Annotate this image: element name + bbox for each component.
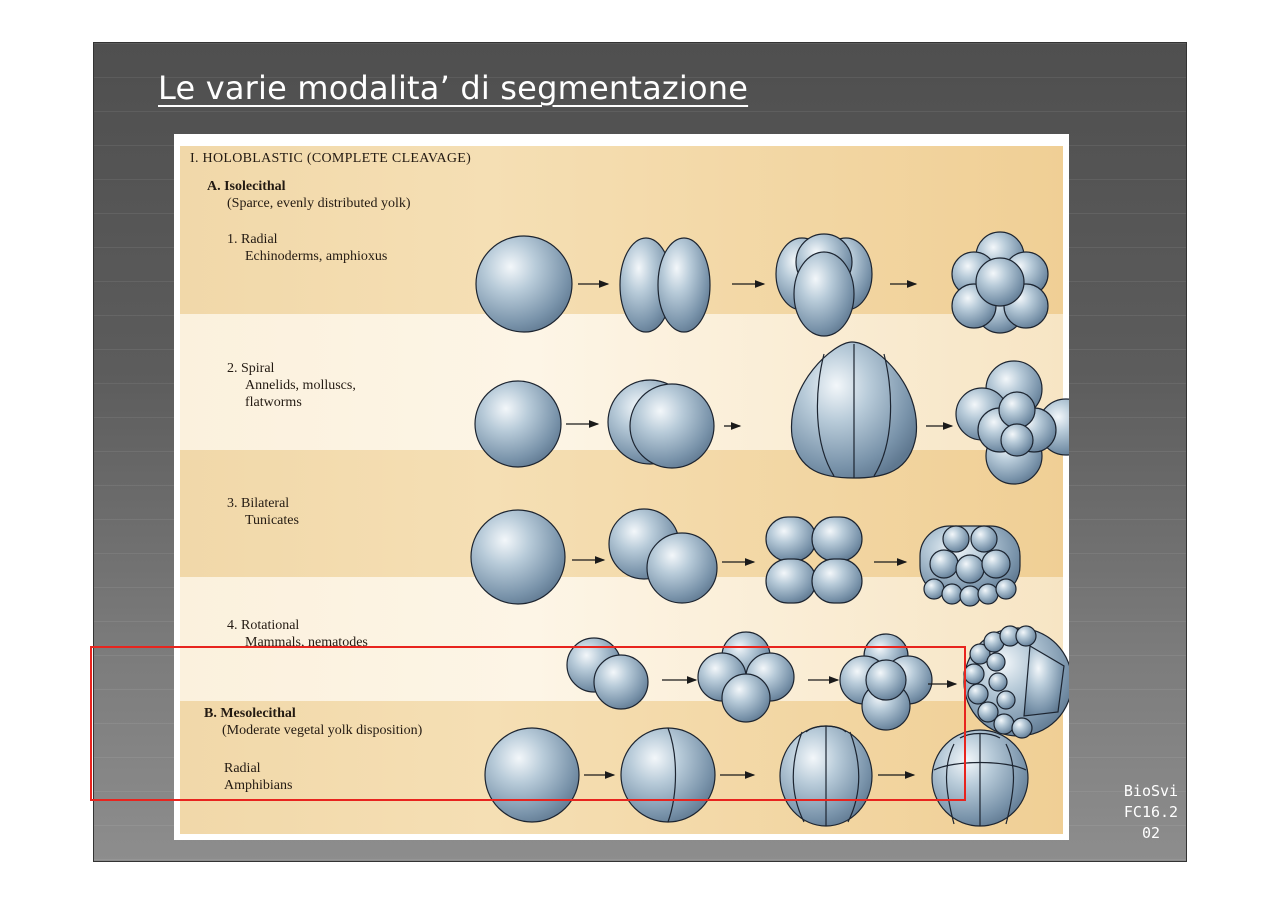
section-label: A. Isolecithal bbox=[207, 179, 286, 194]
embryo-spiral-2cell bbox=[607, 379, 715, 469]
embryo-spiral-1cell bbox=[474, 380, 562, 468]
slide-badge: BioSvi FC16.2 02 bbox=[1123, 782, 1179, 842]
section-sub: (Sparce, evenly distributed yolk) bbox=[227, 196, 411, 211]
embryo-spiral-8cell bbox=[955, 360, 1069, 485]
embryo-mesolecithal-8cell bbox=[931, 729, 1029, 827]
section-sub: (Moderate vegetal yolk disposition) bbox=[222, 723, 423, 738]
row-organisms: Annelids, molluscs, bbox=[245, 378, 356, 393]
embryo-bilateral-2cell bbox=[608, 508, 718, 604]
section-label: B. Mesolecithal bbox=[204, 706, 296, 721]
row-name: 1. Radial bbox=[227, 232, 278, 247]
embryo-bilateral-8cell bbox=[765, 516, 863, 604]
cleavage-arrows bbox=[566, 280, 958, 779]
embryo-bilateral-16cell bbox=[919, 525, 1021, 607]
row-organisms: Echinoderms, amphioxus bbox=[245, 249, 388, 264]
embryo-rotational-2cell bbox=[566, 637, 649, 710]
embryo-rotational-8cell bbox=[839, 633, 933, 731]
embryo-mesolecithal-4cell bbox=[779, 725, 873, 827]
row-name: 3. Bilateral bbox=[227, 496, 290, 511]
embryo-mesolecithal-2cell bbox=[620, 727, 716, 823]
row-organisms: flatworms bbox=[245, 395, 302, 410]
embryo-rotational-morula bbox=[963, 625, 1069, 739]
embryo-radial-2cell bbox=[619, 237, 711, 333]
embryo-spiral-4cell bbox=[790, 341, 918, 479]
row-name: 4. Rotational bbox=[227, 618, 300, 633]
embryo-drawings bbox=[470, 231, 1069, 827]
embryo-radial-4cell bbox=[775, 233, 873, 337]
highlight-box bbox=[90, 646, 966, 801]
slide-title: Le varie modalita’ di segmentazione bbox=[158, 69, 749, 107]
embryo-bilateral-1cell bbox=[470, 509, 566, 605]
row-name: Radial bbox=[224, 761, 261, 776]
embryo-mesolecithal-1cell bbox=[484, 727, 580, 823]
row-organisms: Amphibians bbox=[224, 778, 293, 793]
figure-heading: I. HOLOBLASTIC (COMPLETE CLEAVAGE) bbox=[190, 151, 472, 166]
embryo-rotational-4cell bbox=[697, 631, 795, 723]
cleavage-figure: I. HOLOBLASTIC (COMPLETE CLEAVAGE) A. Is… bbox=[174, 134, 1069, 840]
row-organisms: Tunicates bbox=[245, 513, 299, 528]
row-name: 2. Spiral bbox=[227, 361, 275, 376]
slide: Le varie modalita’ di segmentazione I. H… bbox=[93, 42, 1187, 862]
embryo-radial-1cell bbox=[475, 235, 573, 333]
embryo-radial-8cell bbox=[951, 231, 1049, 334]
